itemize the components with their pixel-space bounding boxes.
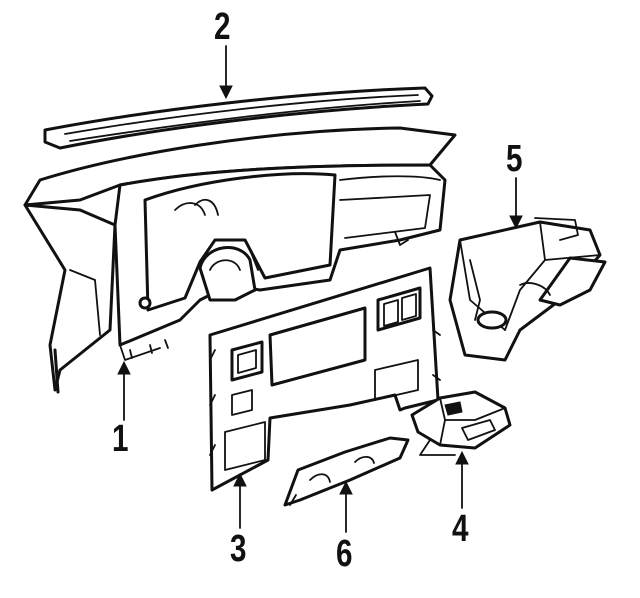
instrument-panel-part xyxy=(23,126,457,394)
callout-3: 3 xyxy=(230,528,247,570)
callout-1: 1 xyxy=(112,418,129,460)
lower-trim-part xyxy=(283,436,410,507)
callout-6: 6 xyxy=(336,533,353,575)
defroster-trim-part xyxy=(43,86,434,150)
callout-4: 4 xyxy=(452,508,469,550)
glove-box-part xyxy=(448,217,607,362)
callout-2: 2 xyxy=(214,6,231,48)
lock-part xyxy=(410,390,512,456)
callout-5: 5 xyxy=(506,138,523,180)
leader-lines xyxy=(117,45,523,533)
instrument-bezel-part xyxy=(208,266,441,492)
